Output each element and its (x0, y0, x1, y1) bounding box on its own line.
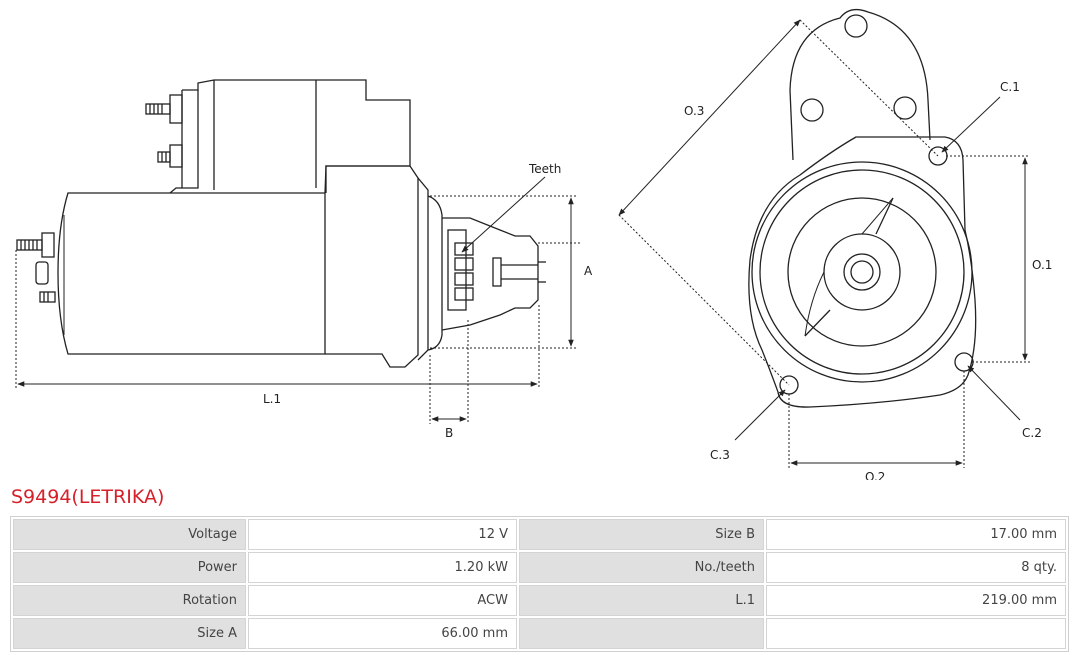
drive-housing (324, 165, 419, 368)
table-row: Power 1.20 kW No./teeth 8 qty. (13, 552, 1066, 583)
table-row: Size A 66.00 mm (13, 618, 1066, 649)
table-row: Rotation ACW L.1 219.00 mm (13, 585, 1066, 616)
label-a: A (584, 264, 593, 278)
label-l1: L.1 (263, 392, 281, 406)
spec-key-empty (519, 618, 764, 649)
label-c3: C.3 (710, 448, 730, 462)
side-view (16, 79, 546, 368)
side-dimensions (15, 176, 580, 424)
label-o1: O.1 (1032, 258, 1052, 272)
label-b: B (445, 426, 453, 440)
spec-value-empty (766, 618, 1066, 649)
motor-body (57, 192, 326, 355)
spec-value: 8 qty. (766, 552, 1066, 583)
mounting-flange (748, 136, 977, 408)
specs-table: Voltage 12 V Size B 17.00 mm Power 1.20 … (10, 516, 1069, 652)
starter-technical-drawing: Teeth A L.1 B (15, 8, 1052, 480)
label-c1: C.1 (1000, 80, 1020, 94)
spec-value: 17.00 mm (766, 519, 1066, 550)
solenoid (182, 79, 411, 193)
spec-value: 66.00 mm (248, 618, 517, 649)
spec-key: Size B (519, 519, 764, 550)
label-o3: O.3 (684, 104, 704, 118)
front-view (748, 8, 977, 408)
product-title: S9494(LETRIKA) (11, 486, 165, 508)
housing-outer (751, 161, 973, 383)
label-teeth: Teeth (528, 162, 561, 176)
pinion (441, 217, 539, 331)
spec-key: L.1 (519, 585, 764, 616)
spec-key: Rotation (13, 585, 246, 616)
spec-key: Size A (13, 618, 246, 649)
spec-key: Power (13, 552, 246, 583)
label-c2: C.2 (1022, 426, 1042, 440)
label-o2: O.2 (865, 470, 885, 480)
spec-value: ACW (248, 585, 517, 616)
spec-key: Voltage (13, 519, 246, 550)
spec-value: 12 V (248, 519, 517, 550)
spec-value: 1.20 kW (248, 552, 517, 583)
spec-value: 219.00 mm (766, 585, 1066, 616)
front-dimensions (618, 19, 1030, 468)
table-row: Voltage 12 V Size B 17.00 mm (13, 519, 1066, 550)
spec-key: No./teeth (519, 552, 764, 583)
